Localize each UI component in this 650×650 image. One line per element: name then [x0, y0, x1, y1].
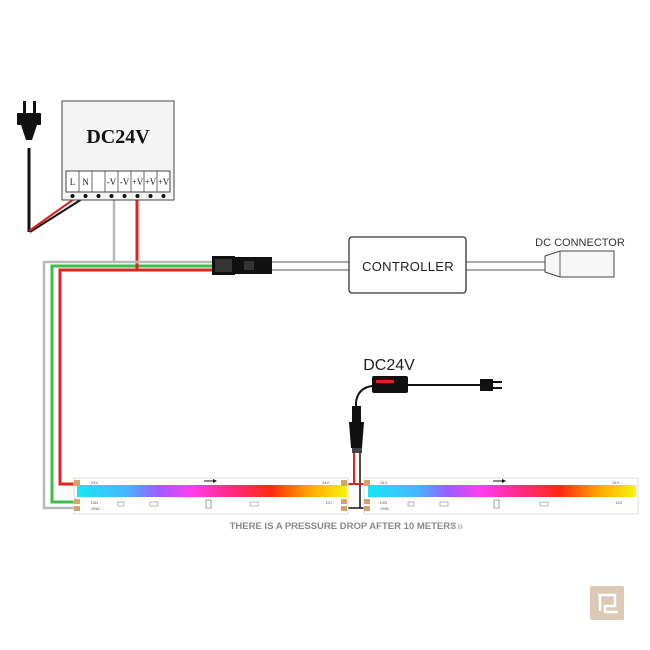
arrow-right-icon [493, 479, 506, 483]
led-strip-2: 24V 24V DIN GND DO [363, 477, 639, 515]
terminal-screw [135, 194, 140, 198]
controller-box: CONTROLLER [348, 236, 467, 294]
strip-1-voltage-right: 24V [322, 480, 329, 485]
controller-label: CONTROLLER [362, 259, 454, 274]
terminal-label: +V [132, 177, 144, 187]
led-strip-1: 24V 24V DIN GND DO [73, 477, 349, 515]
logo-icon [590, 586, 624, 620]
jst-connector [212, 256, 272, 275]
strip-2-voltage-right: 24V [612, 480, 619, 485]
controller-cable-left [270, 261, 349, 271]
strip-2-voltage-left: 24V [380, 480, 387, 485]
arrow-right-icon [204, 479, 217, 483]
terminal-screw [109, 194, 114, 198]
terminal-screw [96, 194, 101, 198]
adapter-plug-icon [480, 379, 502, 391]
plug-icon [17, 101, 41, 140]
terminal-label: -V [120, 177, 130, 187]
strip-1-din-label: DIN [91, 500, 98, 505]
terminal-label: L [70, 177, 76, 187]
controller-cable-right [466, 261, 545, 271]
strip-1-do-label: DO [326, 500, 332, 505]
terminal-screw [148, 194, 153, 198]
terminal-label: +V [158, 177, 170, 187]
strip-1-gnd-label: GND [91, 506, 100, 511]
chevrons-icon: »» [450, 519, 464, 533]
mains-cable [27, 148, 83, 233]
green-wire [50, 264, 212, 504]
terminal-label: -V [107, 177, 117, 187]
terminal-screw [161, 194, 166, 198]
dc-connector-label: DC CONNECTOR [535, 237, 625, 249]
terminal-label: N [82, 177, 89, 187]
strip-1-voltage-left: 24V [91, 480, 98, 485]
dc-connector: DC CONNECTOR [535, 237, 625, 278]
terminal-label: +V [145, 177, 157, 187]
strip-2-gnd-label: GND [380, 506, 389, 511]
strip-2-din-label: DIN [380, 500, 387, 505]
terminal-screw [122, 194, 127, 198]
power-adapter: DC24V [344, 357, 502, 509]
terminal-screw [83, 194, 88, 198]
gray-wire [42, 198, 116, 510]
strip-2-do-label: DO [616, 500, 622, 505]
adapter-label: DC24V [363, 357, 415, 374]
note-text: THERE IS A PRESSURE DROP AFTER 10 METERS [230, 521, 457, 532]
pressure-drop-note: THERE IS A PRESSURE DROP AFTER 10 METERS… [230, 519, 464, 533]
power-supply-title: DC24V [86, 126, 150, 148]
red-wire [58, 198, 212, 486]
terminal-screw [70, 194, 75, 198]
